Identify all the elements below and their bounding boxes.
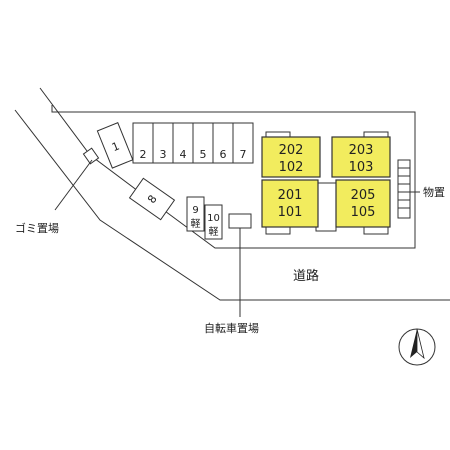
parking-number: 7: [240, 148, 247, 161]
north-arrow-icon: [398, 328, 436, 366]
garbage-leader-line: [54, 159, 93, 211]
bicycle-label: 自転車置場: [204, 321, 259, 335]
kei-parking: 9 軽 10 軽: [186, 196, 223, 240]
garbage-box: [82, 147, 100, 165]
storage-shed: [397, 159, 420, 219]
parking-number: 4: [180, 148, 187, 161]
stairwell: [315, 182, 337, 232]
garbage-label: ゴミ置場: [15, 221, 59, 235]
unit-upper-number: 202: [279, 143, 304, 158]
road-label: 道路: [293, 268, 319, 284]
parking-space-8: 8: [128, 177, 176, 221]
unit-lower-number: 101: [278, 205, 303, 220]
kei-number: 9: [192, 205, 198, 216]
road-edge-lower: [14, 109, 450, 301]
kei-type: 軽: [209, 226, 219, 238]
unit-upper-number: 201: [278, 188, 303, 203]
unit-203-103: [331, 136, 391, 178]
kei-number: 10: [207, 213, 220, 224]
unit-205-105: [335, 179, 391, 228]
parking-number: 1: [110, 139, 121, 154]
unit-lower-number: 102: [279, 160, 304, 175]
parking-number: 2: [140, 148, 147, 161]
unit-upper-number: 203: [349, 143, 374, 158]
unit-upper-number: 205: [351, 188, 376, 203]
storage-label: 物置: [423, 185, 445, 199]
unit-lower-number: 105: [351, 205, 376, 220]
kei-type: 軽: [191, 218, 201, 230]
unit-201-101: [261, 179, 319, 228]
apartment-building: 202 102 203 103 201 101 205 105: [261, 131, 391, 235]
parking-number: 6: [220, 148, 227, 161]
parking-space-1: 1: [96, 122, 134, 169]
property-boundary: [39, 87, 416, 249]
unit-202-102: [261, 136, 321, 178]
unit-lower-number: 103: [349, 160, 374, 175]
parking-number: 5: [200, 148, 207, 161]
parking-number: 3: [160, 148, 167, 161]
bicycle-parking-box: [228, 213, 252, 229]
parking-row: 2 3 4 5 6 7: [132, 122, 254, 164]
